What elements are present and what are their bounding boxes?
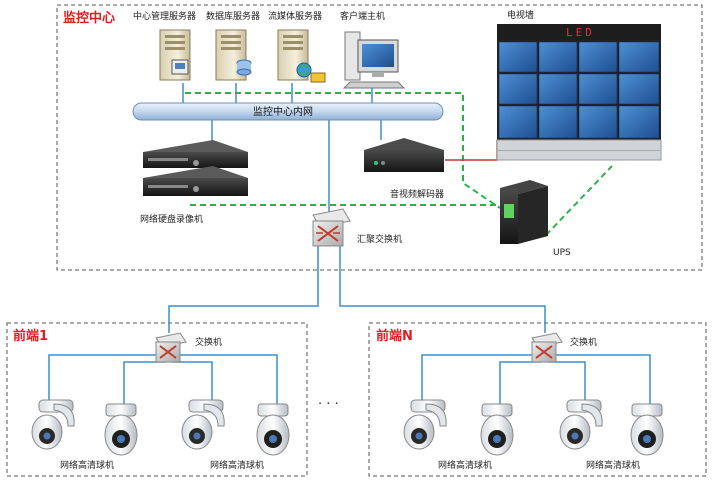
front-end-1-cameras: 网络高清球机 网络高清球机 [31, 399, 290, 471]
front-end-1-region [6, 322, 308, 477]
intranet-bus-label: 监控中心内网 [253, 105, 313, 118]
camera[interactable] [256, 403, 290, 456]
front-end-n-switch[interactable]: 交换机 [531, 332, 597, 363]
camera[interactable] [403, 399, 447, 450]
video-wall[interactable]: 电视墙 LED [496, 9, 662, 161]
management-server-icon [159, 29, 191, 81]
front-end-n-switch-icon [531, 332, 563, 363]
camera[interactable] [630, 403, 664, 456]
front-end-n-switch-label: 交换机 [570, 336, 597, 348]
decoder-icon [364, 138, 444, 172]
nvr[interactable]: 网络硬盘录像机 [140, 140, 248, 225]
front-end-1-title: 前端1 [13, 328, 48, 344]
camera[interactable] [559, 399, 603, 450]
nvr-icon [143, 140, 248, 196]
network-links [48, 83, 651, 405]
ellipsis: · · · [318, 397, 339, 412]
client-pc-icon [342, 31, 406, 89]
front-end-1-switch-icon [155, 332, 187, 363]
client-pc[interactable]: 客户端主机 [340, 10, 406, 89]
ups-label: UPS [553, 248, 571, 258]
ups[interactable]: UPS [500, 180, 571, 258]
ptz-camera-icon [403, 399, 447, 450]
management-server-label: 中心管理服务器 [133, 10, 196, 22]
camera[interactable] [104, 403, 138, 456]
management-server[interactable]: 中心管理服务器 [133, 10, 196, 81]
camera-label: 网络高清球机 [586, 459, 640, 471]
database-server[interactable]: 数据库服务器 [206, 10, 260, 81]
camera[interactable] [480, 403, 514, 456]
dome-camera-icon [104, 403, 138, 456]
camera[interactable] [31, 399, 75, 450]
client-pc-label: 客户端主机 [340, 10, 385, 22]
front-end-1-switch[interactable]: 交换机 [155, 332, 222, 363]
core-switch-label: 汇聚交换机 [357, 233, 402, 245]
camera-label: 网络高清球机 [210, 459, 264, 471]
database-server-icon [215, 29, 252, 81]
decoder-to-video-wall-link [445, 140, 498, 161]
monitoring-center-region [56, 4, 703, 271]
led-sign-text: LED [566, 26, 595, 39]
camera-label: 网络高清球机 [438, 459, 492, 471]
ptz-camera-icon [181, 399, 225, 450]
front-end-n-region [368, 322, 707, 477]
ups-icon [500, 180, 548, 244]
camera-label: 网络高清球机 [60, 459, 114, 471]
dome-camera-icon [480, 403, 514, 456]
streaming-server-icon [277, 29, 326, 83]
camera[interactable] [181, 399, 225, 450]
core-switch[interactable]: 汇聚交换机 [312, 208, 402, 247]
video-wall-label: 电视墙 [507, 9, 534, 21]
ptz-camera-icon [31, 399, 75, 450]
decoder-label: 音视频解码器 [390, 188, 444, 200]
nvr-label: 网络硬盘录像机 [140, 213, 203, 225]
core-switch-icon [312, 208, 351, 247]
front-end-n-cameras: 网络高清球机 网络高清球机 [403, 399, 664, 471]
database-server-label: 数据库服务器 [206, 10, 260, 22]
dome-camera-icon [630, 403, 664, 456]
intranet-bus: 监控中心内网 [132, 102, 444, 121]
decoder[interactable]: 音视频解码器 [364, 138, 444, 200]
monitoring-center-title: 监控中心 [63, 10, 115, 26]
ptz-camera-icon [559, 399, 603, 450]
video-wall-icon: LED [496, 24, 662, 161]
ups-power-lines [185, 92, 613, 236]
streaming-server[interactable]: 流媒体服务器 [268, 10, 326, 83]
front-end-1-switch-label: 交换机 [195, 336, 222, 348]
dome-camera-icon [256, 403, 290, 456]
front-end-n-title: 前端N [376, 328, 413, 344]
streaming-server-label: 流媒体服务器 [268, 10, 322, 22]
